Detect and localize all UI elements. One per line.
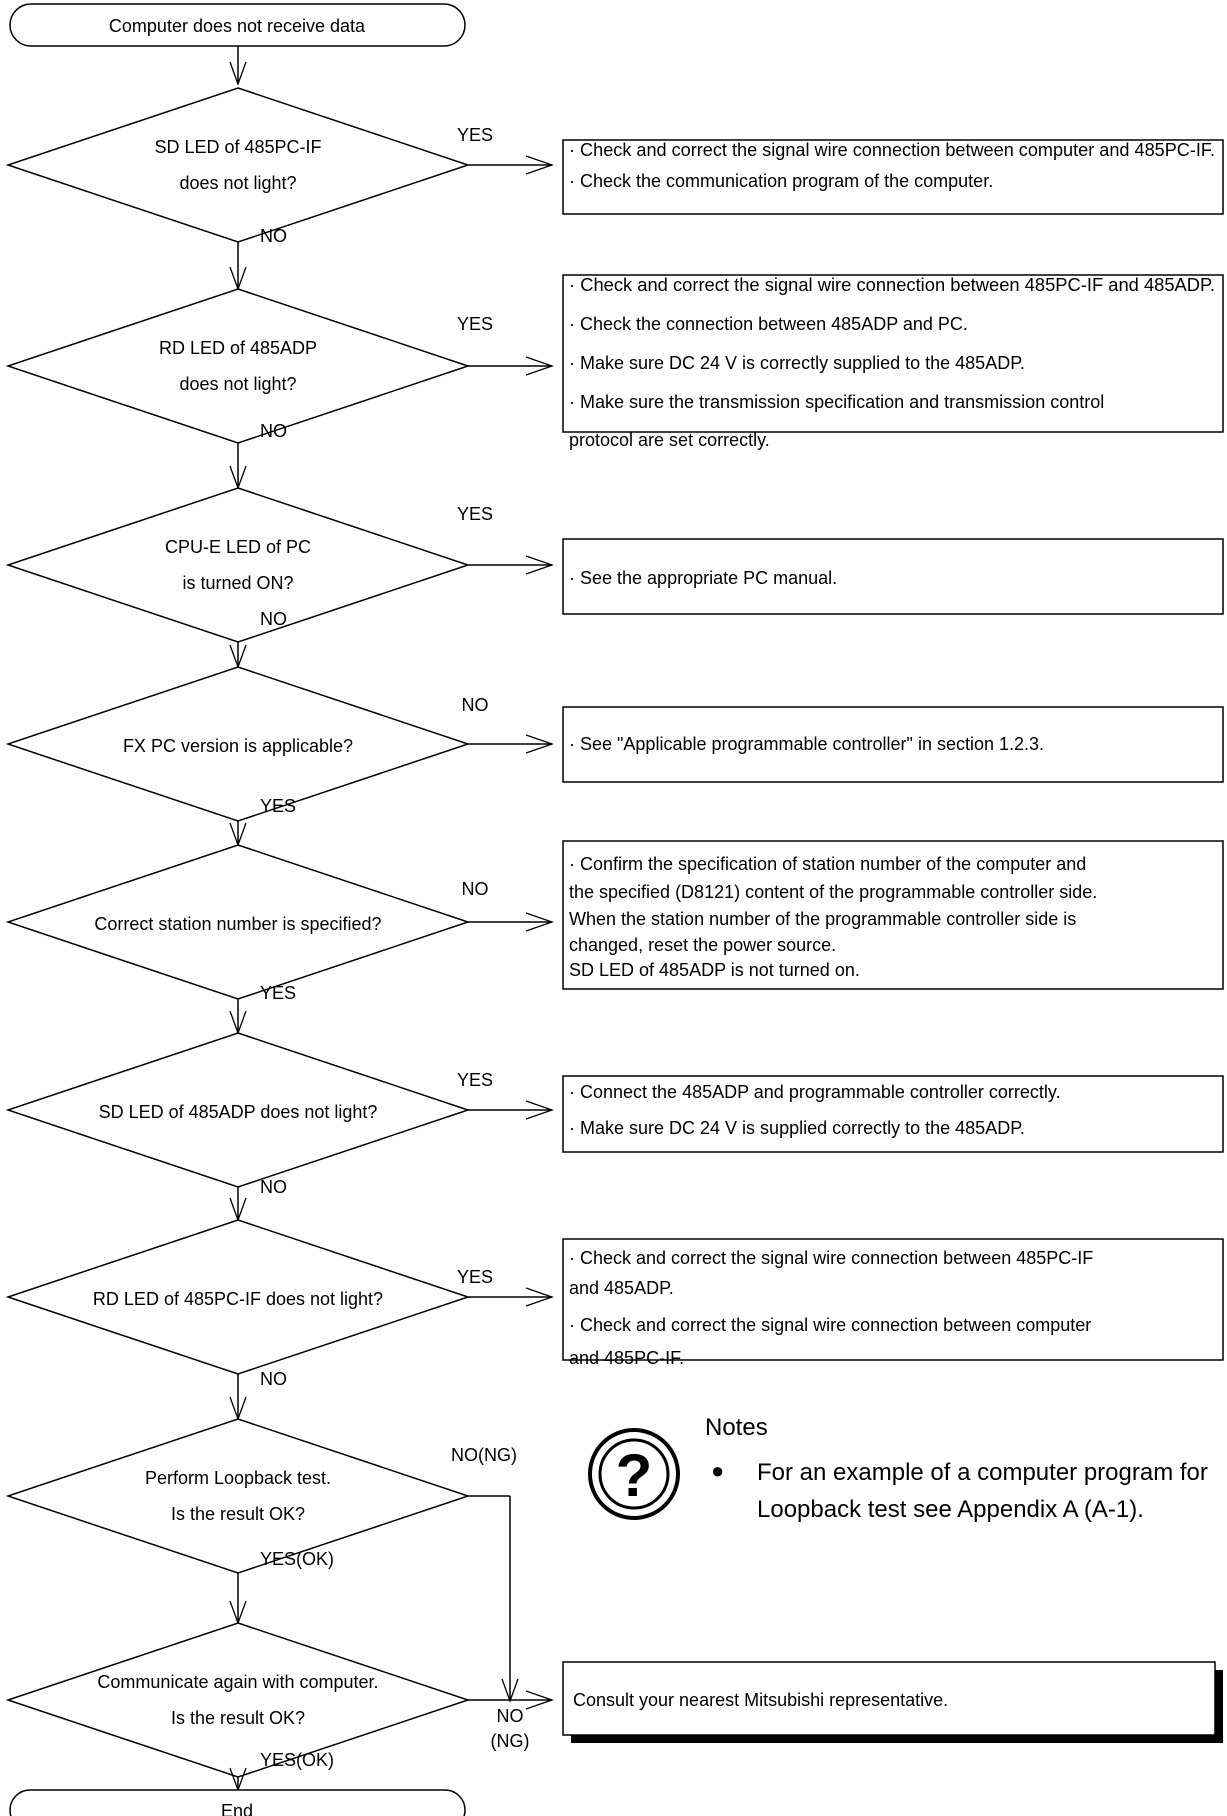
- branch-arrow-head: [525, 356, 554, 376]
- end-label: End: [221, 1801, 253, 1816]
- question-mark-icon: ?: [588, 1428, 680, 1520]
- result-box: [562, 1075, 1224, 1153]
- result-text: changed, reset the power source.: [569, 935, 836, 955]
- branch-label: (NG): [491, 1731, 530, 1751]
- result-text: · Connect the 485ADP and programmable co…: [569, 1082, 1061, 1102]
- branch-label: NO: [497, 1706, 524, 1726]
- decision-diamond: [5, 1622, 471, 1778]
- next-label: YES(OK): [260, 1750, 334, 1770]
- result-text: SD LED of 485ADP is not turned on.: [569, 960, 860, 980]
- result-text: · Make sure DC 24 V is supplied correctl…: [569, 1118, 1025, 1138]
- notes-bullet: ●: [711, 1458, 724, 1483]
- decision-question: Is the result OK?: [171, 1504, 305, 1524]
- branch-arrow-head: [525, 1287, 554, 1307]
- result-text: · Check and correct the signal wire conn…: [569, 275, 1215, 295]
- start-label: Computer does not receive data: [109, 16, 366, 36]
- notes-text: Loopback test see Appendix A (A-1).: [757, 1496, 1144, 1523]
- notes-text: For an example of a computer program for: [757, 1459, 1208, 1486]
- result-text: protocol are set correctly.: [569, 430, 770, 450]
- result-box: [562, 1238, 1224, 1361]
- decision-diamond: [5, 87, 471, 243]
- next-label: NO: [260, 226, 287, 246]
- next-label: NO: [260, 1177, 287, 1197]
- branch-label: NO(NG): [451, 1445, 517, 1465]
- branch-label: YES: [457, 125, 493, 145]
- decision-question: SD LED of 485ADP does not light?: [99, 1102, 378, 1122]
- next-label: YES: [260, 796, 296, 816]
- next-label: YES: [260, 983, 296, 1003]
- branch-arrow-head: [525, 912, 554, 932]
- result-text: · See "Applicable programmable controlle…: [569, 734, 1044, 754]
- result-box: [562, 840, 1224, 990]
- branch-arrow-head: [525, 555, 554, 575]
- branch-arrow-head: [525, 155, 554, 175]
- branch-label: YES: [457, 314, 493, 334]
- result-text: · Check the communication program of the…: [569, 171, 993, 191]
- next-label: NO: [260, 609, 287, 629]
- decision-diamond: [5, 288, 471, 444]
- next-label: NO: [260, 421, 287, 441]
- final-result-text: Consult your nearest Mitsubishi represen…: [573, 1690, 948, 1710]
- branch-label: NO: [462, 695, 489, 715]
- result-text: · See the appropriate PC manual.: [569, 568, 837, 588]
- question-mark-icon-inner: [598, 1438, 670, 1510]
- result-text: · Make sure DC 24 V is correctly supplie…: [569, 353, 1025, 373]
- decision-question: Communicate again with computer.: [97, 1672, 378, 1692]
- result-text: · Check the connection between 485ADP an…: [569, 314, 968, 334]
- notes-title: Notes: [705, 1414, 768, 1441]
- question-mark-glyph: ?: [616, 1442, 653, 1509]
- final-result-box: [562, 1661, 1216, 1736]
- result-box: [562, 706, 1224, 783]
- decision-question: FX PC version is applicable?: [123, 736, 353, 756]
- branch-arrow-head: [525, 1690, 554, 1710]
- branch-label: YES: [457, 1070, 493, 1090]
- result-text: · Check and correct the signal wire conn…: [569, 1315, 1091, 1335]
- decision-diamond: [5, 1418, 471, 1574]
- start-arrow-head: [229, 61, 247, 86]
- result-text: and 485PC-IF.: [569, 1348, 684, 1368]
- branch-label: NO: [462, 879, 489, 899]
- result-box: [562, 538, 1224, 615]
- result-box: [562, 274, 1224, 433]
- branch-arrow-head: [501, 1678, 519, 1703]
- branch-arrow-head: [525, 1100, 554, 1120]
- result-box: [562, 139, 1224, 215]
- decision-question: RD LED of 485ADP: [159, 338, 317, 358]
- next-label: NO: [260, 1369, 287, 1389]
- result-text: · Check and correct the signal wire conn…: [569, 140, 1215, 160]
- result-text: · Make sure the transmission specificati…: [569, 392, 1104, 412]
- result-text: · Confirm the specification of station n…: [569, 854, 1086, 874]
- result-text: · Check and correct the signal wire conn…: [569, 1248, 1093, 1268]
- decision-question: SD LED of 485PC-IF: [154, 137, 321, 157]
- end-terminal: [9, 1789, 466, 1816]
- decision-question: does not light?: [179, 173, 296, 193]
- branch-label: YES: [457, 504, 493, 524]
- branch-arrow-head: [525, 734, 554, 754]
- decision-question: RD LED of 485PC-IF does not light?: [93, 1289, 383, 1309]
- result-text: and 485ADP.: [569, 1278, 674, 1298]
- next-label: YES(OK): [260, 1549, 334, 1569]
- decision-question: Is the result OK?: [171, 1708, 305, 1728]
- result-text: When the station number of the programma…: [569, 909, 1076, 929]
- decision-question: does not light?: [179, 374, 296, 394]
- decision-question: is turned ON?: [182, 573, 293, 593]
- branch-label: YES: [457, 1267, 493, 1287]
- decision-diamond: [5, 487, 471, 643]
- result-text: the specified (D8121) content of the pro…: [569, 882, 1097, 902]
- decision-question: CPU-E LED of PC: [165, 537, 311, 557]
- decision-question: Perform Loopback test.: [145, 1468, 331, 1488]
- decision-question: Correct station number is specified?: [94, 914, 381, 934]
